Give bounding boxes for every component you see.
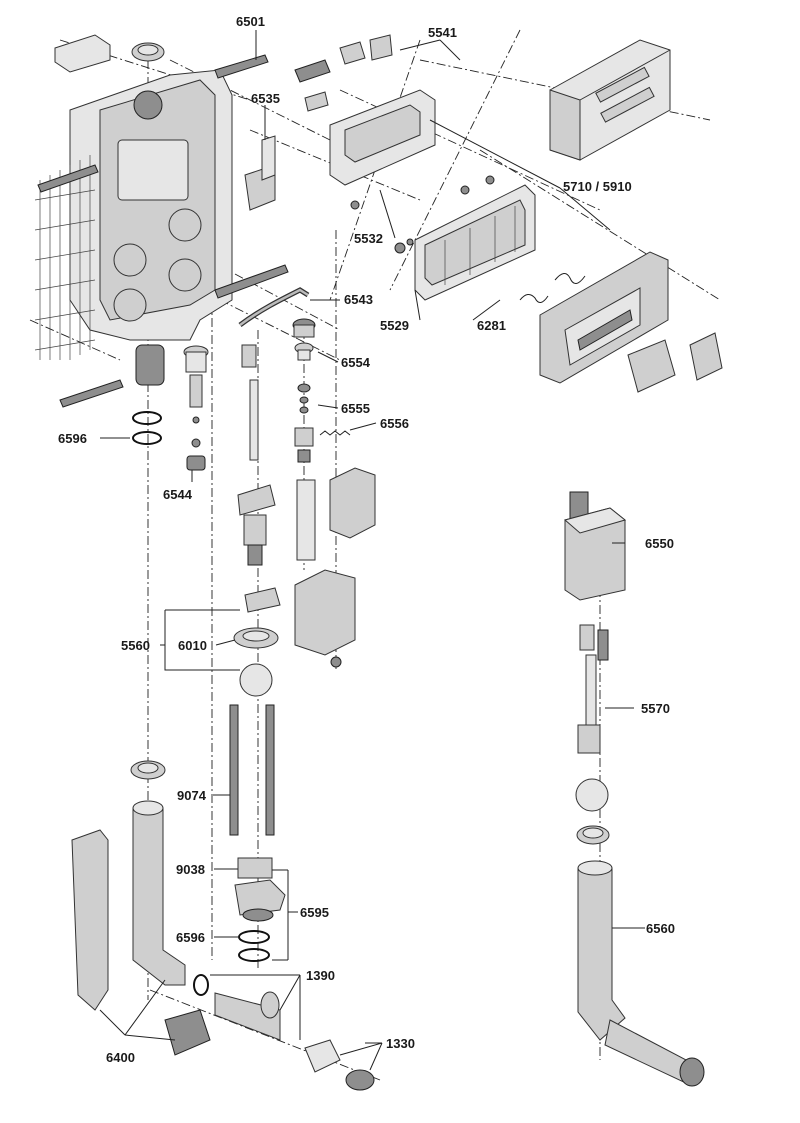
label-5710-5910: 5710 / 5910 [563, 179, 632, 194]
part-6535-bracket [244, 135, 276, 211]
label-6596-top: 6596 [58, 431, 87, 446]
label-5570: 5570 [641, 701, 670, 716]
label-6555: 6555 [341, 401, 370, 416]
part-6596-orings-top [132, 411, 162, 445]
support-frame-grid [34, 155, 96, 360]
label-6556: 6556 [380, 416, 409, 431]
label-6595: 6595 [300, 905, 329, 920]
label-9074: 9074 [177, 788, 207, 803]
label-6550: 6550 [645, 536, 674, 551]
label-6596-bottom: 6596 [176, 930, 205, 945]
label-5541: 5541 [428, 25, 457, 40]
float-tube-column [294, 467, 376, 668]
label-6010: 6010 [178, 638, 207, 653]
part-labels: 6501 5541 6535 5710 / 5910 5532 6543 552… [58, 14, 675, 1065]
label-6400: 6400 [106, 1050, 135, 1065]
part-6556-spring [319, 430, 351, 436]
flush-plate-5710-5910 [519, 251, 723, 393]
part-6544-valve [183, 345, 209, 471]
flush-valve-assembly [229, 344, 281, 836]
cistern-frame [34, 34, 289, 408]
label-6560: 6560 [646, 921, 675, 936]
label-5529: 5529 [380, 318, 409, 333]
label-1390: 1390 [306, 968, 335, 983]
actuator-housing-box [549, 39, 671, 161]
label-6554: 6554 [341, 355, 371, 370]
label-5532: 5532 [354, 231, 383, 246]
leader-lines [99, 30, 645, 1071]
part-6543-nut-stack [292, 318, 316, 463]
outlet-valve-body [234, 857, 286, 962]
flush-pipe-6400 [71, 760, 375, 1091]
label-1330: 1330 [386, 1036, 415, 1051]
part-6560-pipe [576, 825, 705, 1087]
part-6550-fill-valve [563, 491, 627, 601]
fill-valve-hose [238, 287, 310, 328]
label-6535: 6535 [251, 91, 280, 106]
label-6544: 6544 [163, 487, 193, 502]
part-5570-flush-valve [575, 624, 609, 812]
label-5560: 5560 [121, 638, 150, 653]
control-plate-assembly [294, 34, 536, 301]
label-6281: 6281 [477, 318, 506, 333]
label-6501: 6501 [236, 14, 265, 29]
label-6543: 6543 [344, 292, 373, 307]
label-9038: 9038 [176, 862, 205, 877]
